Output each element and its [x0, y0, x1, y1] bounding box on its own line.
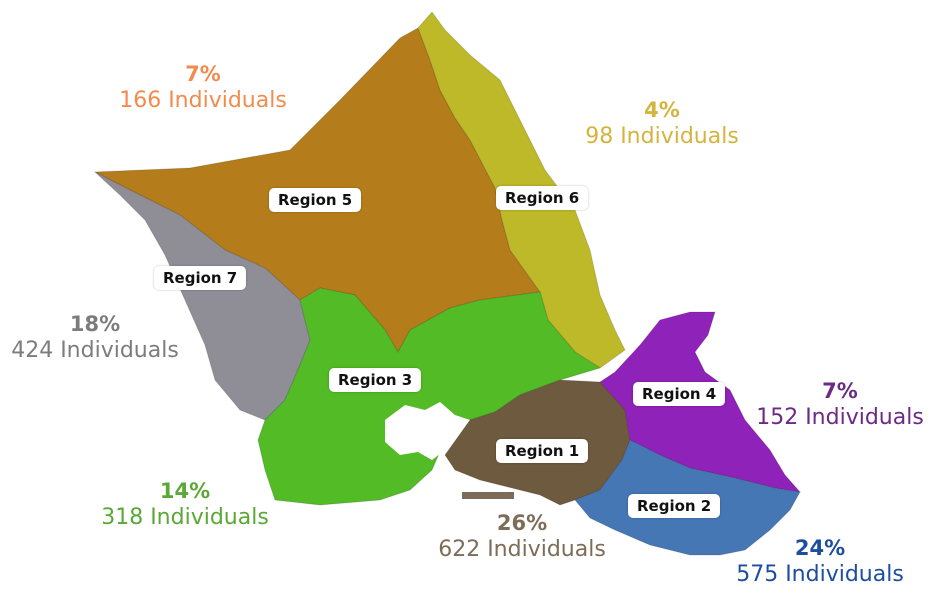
region-6-tag: Region 6 [496, 186, 589, 210]
region-4-count: 152 Individuals [756, 405, 924, 430]
region-1-tag: Region 1 [496, 439, 589, 463]
region-3-count: 318 Individuals [101, 505, 269, 530]
region-3-stat: 14% 318 Individuals [65, 478, 305, 532]
region-3-percent: 14% [159, 479, 211, 503]
region-7-percent: 18% [69, 312, 121, 336]
region-6-count: 98 Individuals [585, 124, 739, 149]
region-7-stat: 18% 424 Individuals [0, 311, 190, 365]
region-5-percent: 7% [185, 62, 221, 86]
region-1-count: 622 Individuals [438, 537, 606, 562]
region-2-count: 575 Individuals [736, 562, 904, 587]
pier-mark [462, 492, 514, 499]
region-2-tag: Region 2 [628, 494, 721, 518]
region-5-stat: 7% 166 Individuals [83, 61, 323, 115]
region-7-tag: Region 7 [154, 266, 247, 290]
region-1-stat: 26% 622 Individuals [392, 510, 652, 564]
region-3-tag: Region 3 [329, 368, 422, 392]
region-4-tag: Region 4 [633, 382, 726, 406]
region-6-percent: 4% [644, 98, 680, 122]
region-5-tag: Region 5 [269, 188, 362, 212]
region-1-percent: 26% [496, 511, 548, 535]
region-2-percent: 24% [794, 536, 846, 560]
region-7-count: 424 Individuals [11, 338, 179, 363]
region-2-stat: 24% 575 Individuals [700, 535, 940, 589]
region-4-percent: 7% [822, 379, 858, 403]
region-4-stat: 7% 152 Individuals [735, 378, 945, 432]
region-5-count: 166 Individuals [119, 88, 287, 113]
region-6-stat: 4% 98 Individuals [542, 97, 782, 151]
